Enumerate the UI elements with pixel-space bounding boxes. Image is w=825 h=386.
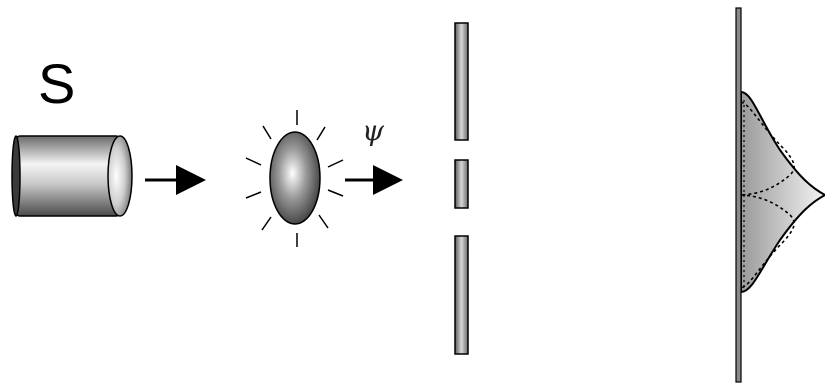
envelope-curve bbox=[740, 90, 825, 294]
detection-screen bbox=[735, 7, 742, 383]
interference-pattern bbox=[740, 90, 825, 294]
cylinder-source-icon bbox=[11, 135, 133, 217]
barrier-top-segment bbox=[454, 22, 469, 141]
source-label: S bbox=[38, 52, 75, 115]
glowing-particle-icon bbox=[245, 110, 344, 247]
double-slit-barrier bbox=[454, 22, 469, 355]
upper-peak-dotted bbox=[740, 101, 795, 196]
barrier-middle-segment bbox=[454, 159, 469, 209]
glow-rays bbox=[245, 110, 344, 247]
barrier-bottom-segment bbox=[454, 235, 469, 355]
wavefunction-label: ψ bbox=[362, 114, 385, 147]
lower-peak-dotted bbox=[740, 194, 795, 289]
